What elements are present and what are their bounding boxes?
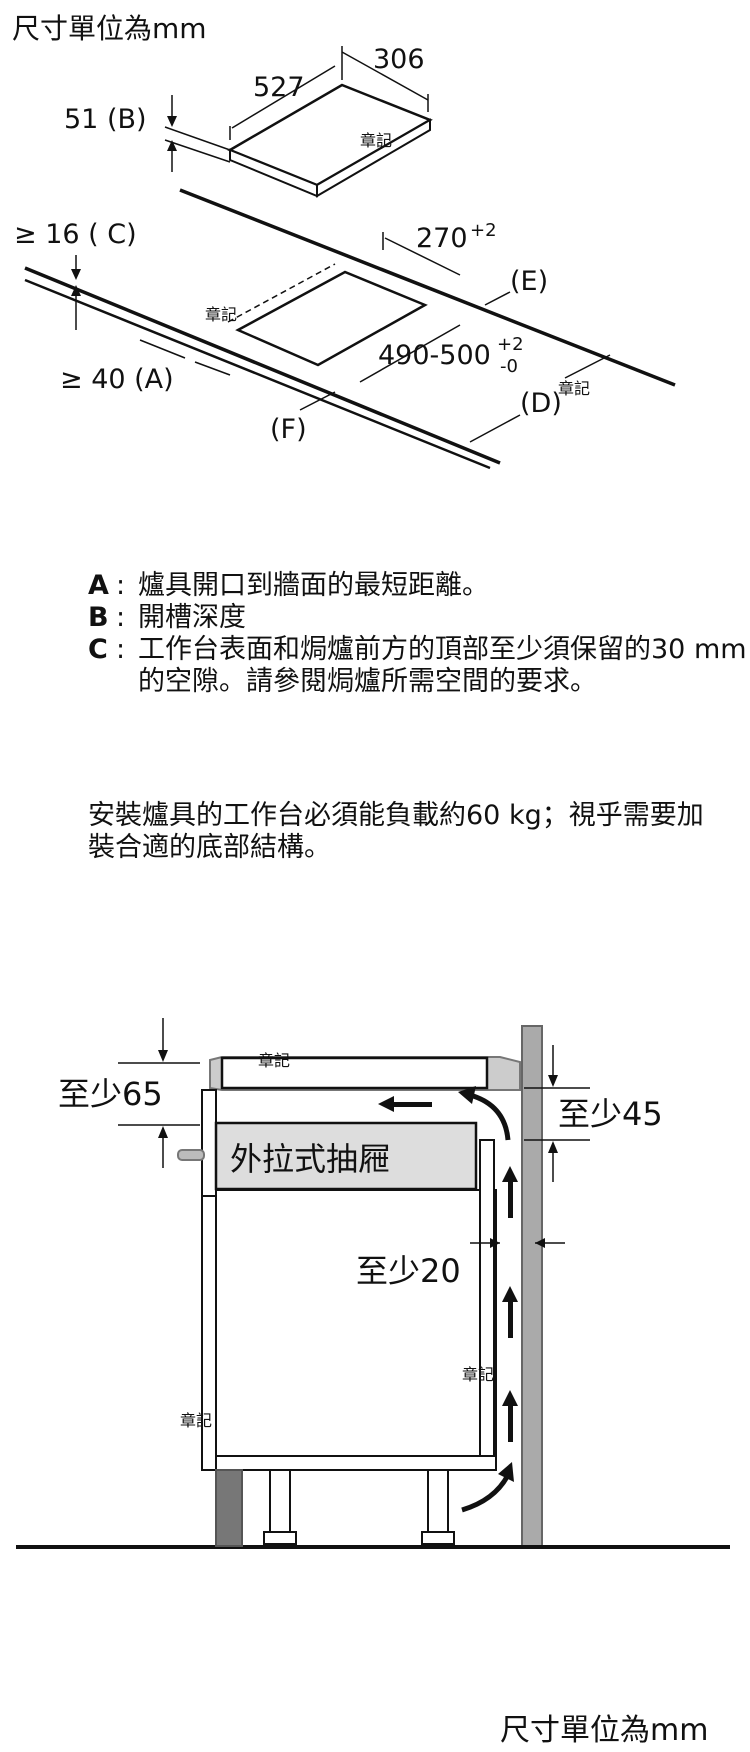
hob-plate-side-right xyxy=(316,118,431,198)
legend-key-c: C xyxy=(88,634,108,665)
legend-text-b: 開槽深度 xyxy=(138,602,246,633)
unit-label-top: 尺寸單位為mm xyxy=(12,12,207,45)
plinth xyxy=(215,1469,243,1547)
legend-row-b: B : 開槽深度 xyxy=(88,602,750,634)
cutout-depth-tolerance: +2 xyxy=(470,220,497,241)
cutout-width-tol-minus: -0 xyxy=(500,356,518,377)
watermark-bottom-2: 章記 xyxy=(462,1365,494,1384)
legend-row-c: C : 工作台表面和焗爐前方的頂部至少須保留的30 mm的空隙。請參閱焗爐所需空… xyxy=(88,634,750,698)
bottom-diagram xyxy=(16,1018,730,1549)
cabinet-back-panel xyxy=(479,1139,495,1457)
leg-1 xyxy=(269,1469,291,1533)
min-65-label: 至少65 xyxy=(58,1075,163,1113)
hob-height-label: 51 (B) xyxy=(64,104,147,135)
label-d: (D) xyxy=(520,388,562,419)
watermark-bottom-1: 章記 xyxy=(258,1051,290,1070)
hob-depth-label: 306 xyxy=(373,44,425,75)
legend: A : 爐具開口到牆面的最短距離。 B : 開槽深度 C : 工作台表面和焗爐前… xyxy=(88,570,750,698)
legend-colon: : xyxy=(116,602,126,633)
legend-colon: : xyxy=(116,634,126,665)
label-e: (E) xyxy=(510,266,548,297)
top-diagram xyxy=(24,46,676,470)
worktop-back-edge xyxy=(179,188,676,387)
leg-2 xyxy=(427,1469,449,1533)
cutout xyxy=(235,270,428,367)
drawer-knob xyxy=(177,1149,205,1161)
watermark-bottom-3: 章記 xyxy=(180,1411,212,1430)
cutout-width-label: 490-500 xyxy=(378,340,491,371)
watermark-top-1: 章記 xyxy=(360,131,392,150)
cabinet-interior xyxy=(215,1189,497,1457)
legend-text-a: 爐具開口到牆面的最短距離。 xyxy=(138,570,489,601)
legend-key-a: A xyxy=(88,570,109,601)
legend-text-c: 工作台表面和焗爐前方的頂部至少須保留的30 mm的空隙。請參閱焗爐所需空間的要求… xyxy=(138,634,747,697)
dim-a-label: ≥ 40 (A) xyxy=(60,364,174,395)
cutout-depth-label: 270 xyxy=(416,223,468,254)
load-note: 安裝爐具的工作台必須能負載約60 kg；視乎需要加裝合適的底部結構。 xyxy=(88,800,704,863)
wall xyxy=(521,1025,543,1549)
drawer xyxy=(214,1121,478,1191)
watermark-top-2: 章記 xyxy=(205,305,237,324)
min-20-label: 至少20 xyxy=(356,1252,461,1290)
min-45-label: 至少45 xyxy=(558,1095,663,1133)
hob-body xyxy=(220,1056,489,1090)
legend-colon: : xyxy=(116,570,126,601)
drawer-label: 外拉式抽屜 xyxy=(230,1140,390,1178)
cutout-width-tol-plus: +2 xyxy=(497,334,524,355)
watermark-top-3: 章記 xyxy=(558,379,590,398)
dim-c-label: ≥ 16 ( C) xyxy=(14,219,137,250)
cabinet-base xyxy=(215,1455,497,1471)
label-f: (F) xyxy=(270,414,307,445)
airflow-arrows xyxy=(378,1096,518,1442)
legend-row-a: A : 爐具開口到牆面的最短距離。 xyxy=(88,570,750,602)
unit-label-bottom: 尺寸單位為mm xyxy=(500,1713,708,1748)
hob-width-label: 527 xyxy=(253,72,305,103)
legend-key-b: B xyxy=(88,602,109,633)
worktop-front-edge xyxy=(24,266,501,465)
cabinet-front-upper xyxy=(201,1089,217,1197)
